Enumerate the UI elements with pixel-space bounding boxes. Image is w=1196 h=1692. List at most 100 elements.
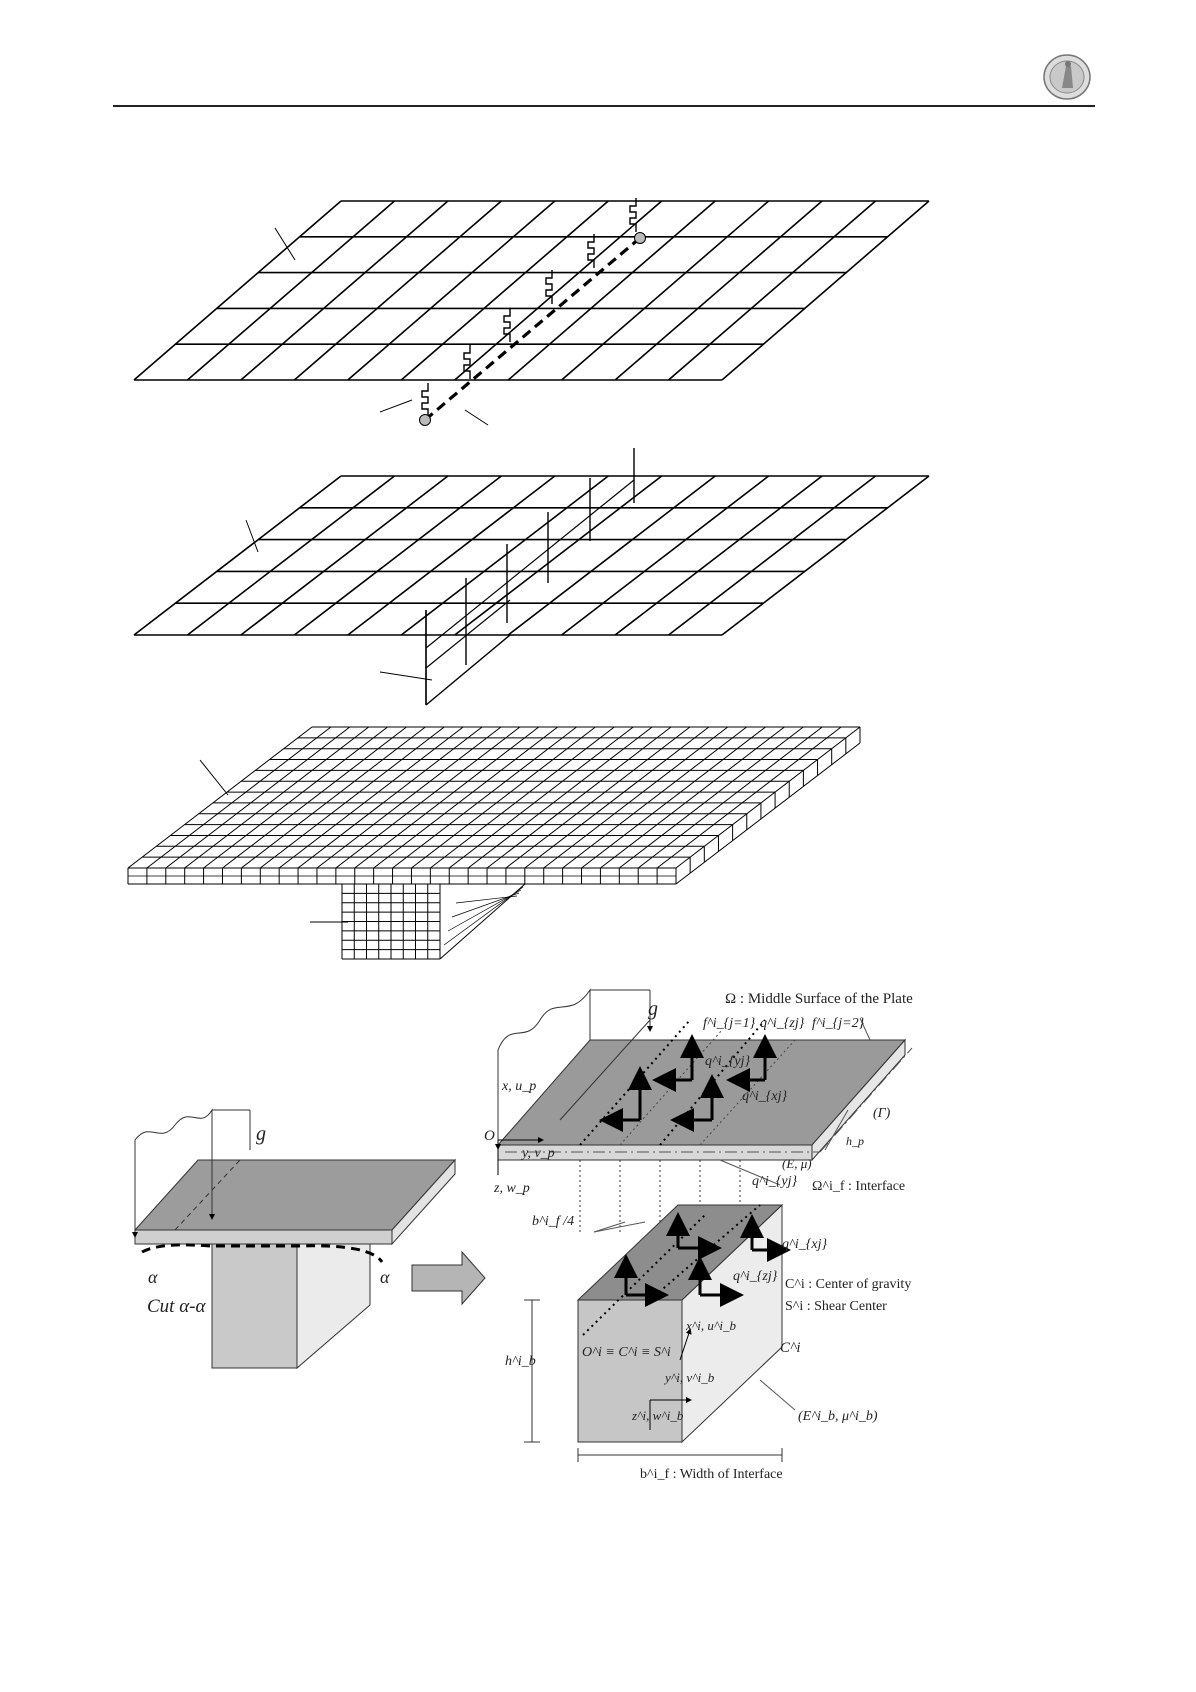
leader-line [199, 759, 229, 796]
omega-f-label: Ω^i_f : Interface [812, 1179, 905, 1194]
grid-line [186, 475, 395, 636]
gamma-label: (Γ) [873, 1106, 891, 1121]
grid-line [486, 726, 672, 869]
C-label: C^i : Center of gravity [785, 1277, 911, 1292]
leader-line [274, 227, 296, 261]
qxj-label-bot: q^i_{xj} [782, 1237, 827, 1252]
grid-line [675, 726, 861, 869]
E-mu-label: (E, μ) [782, 1156, 812, 1171]
cut-label: Cut α-α [147, 1296, 207, 1317]
web-line [425, 634, 511, 706]
plate-beam-interface-figure: g Ω : Middle Surface of the Plate f^i_{j… [484, 988, 913, 1482]
fj2-label: f^i_{j=2} [812, 1016, 865, 1031]
grid-line [668, 200, 877, 381]
grid-line [240, 200, 449, 381]
tbeam-g-label: g [256, 1123, 266, 1145]
alpha-left-label: α [148, 1267, 158, 1287]
grid-line [297, 726, 483, 869]
qzj-label-bot: q^i_{zj} [733, 1269, 778, 1284]
grid-line [524, 726, 710, 869]
grid-line [619, 726, 804, 869]
grid-line [455, 895, 518, 904]
grid-line [373, 726, 558, 869]
fj1-label: f^i_{j=1} [703, 1016, 756, 1031]
grid-line [562, 726, 747, 869]
grid-line [400, 475, 609, 636]
yb-label: y^i, v^i_b [663, 1370, 715, 1385]
grid-line [581, 726, 766, 869]
university-seal-icon [1043, 54, 1091, 100]
grid-line [411, 726, 596, 869]
beam-axis-line [423, 236, 642, 422]
solid-element-mesh [127, 726, 861, 960]
grid-line [392, 726, 577, 869]
grid-line [203, 726, 388, 869]
zb-label: z^i, w^i_b [631, 1408, 684, 1423]
leader-line [245, 519, 259, 553]
grid-line [133, 475, 342, 636]
grid-line [600, 726, 785, 869]
spring-element [587, 234, 595, 268]
grid-line [614, 200, 823, 381]
grid-line [347, 475, 556, 636]
grid-line [668, 475, 877, 636]
Eb-label: (E^i_b, μ^i_b) [798, 1409, 878, 1424]
grid-line [165, 726, 351, 869]
grid-line [454, 200, 663, 381]
Ci-label: C^i [780, 1340, 801, 1356]
spring-element [503, 308, 511, 342]
grid-line [293, 475, 502, 636]
grid-line [354, 726, 540, 869]
grid-line [721, 200, 930, 381]
grid-line [614, 475, 823, 636]
yv-label: y, v_p [520, 1146, 555, 1161]
spring-element [463, 345, 471, 379]
right-g-label: g [648, 998, 658, 1020]
grid-line [241, 726, 426, 869]
xb-label: x^i, u^i_b [685, 1318, 736, 1333]
leader-line [379, 399, 413, 413]
leader-line [379, 671, 433, 681]
grid-line [222, 726, 407, 869]
qzj-label: q^i_{zj} [760, 1016, 805, 1031]
qxj-label-top: q^i_{xj} [742, 1089, 787, 1104]
web-line [425, 599, 511, 669]
qyj-label-top: q^i_{yj} [705, 1054, 750, 1069]
plate-grid-with-springs [133, 198, 930, 426]
hp-label: h_p [846, 1134, 864, 1148]
zw-label: z, w_p [493, 1181, 530, 1196]
hb-label: h^i_b [505, 1354, 536, 1369]
grid-line [543, 726, 729, 869]
grid-line [293, 200, 502, 381]
leader-line [464, 409, 489, 426]
grid-line [347, 200, 556, 381]
grid-line [184, 726, 369, 869]
grid-line [507, 475, 716, 636]
grid-line [561, 200, 770, 381]
bf-label: b^i_f : Width of Interface [640, 1467, 783, 1482]
grid-line [127, 726, 313, 869]
grid-line [133, 200, 342, 381]
grid-line [448, 726, 634, 869]
xu-label: x, u_p [501, 1079, 536, 1094]
grid-line [400, 200, 609, 381]
t-beam-figure: g α α Cut α-α [132, 1108, 486, 1370]
spring-element [629, 198, 637, 232]
web-line [425, 479, 635, 649]
O-label: O [484, 1128, 495, 1144]
grid-line [240, 475, 449, 636]
grid-line [637, 726, 823, 869]
O-equiv-label: O^i ≡ C^i ≡ S^i [582, 1345, 671, 1360]
spring-element [545, 270, 553, 304]
grid-line [467, 726, 653, 869]
plate-grid-with-beam [133, 448, 930, 706]
spring-element [421, 383, 429, 417]
grid-line [430, 726, 615, 869]
grid-line [316, 726, 502, 869]
grid-line [335, 726, 521, 869]
alpha-right-label: α [380, 1267, 390, 1287]
grid-line [561, 475, 770, 636]
beam-node [419, 414, 431, 426]
